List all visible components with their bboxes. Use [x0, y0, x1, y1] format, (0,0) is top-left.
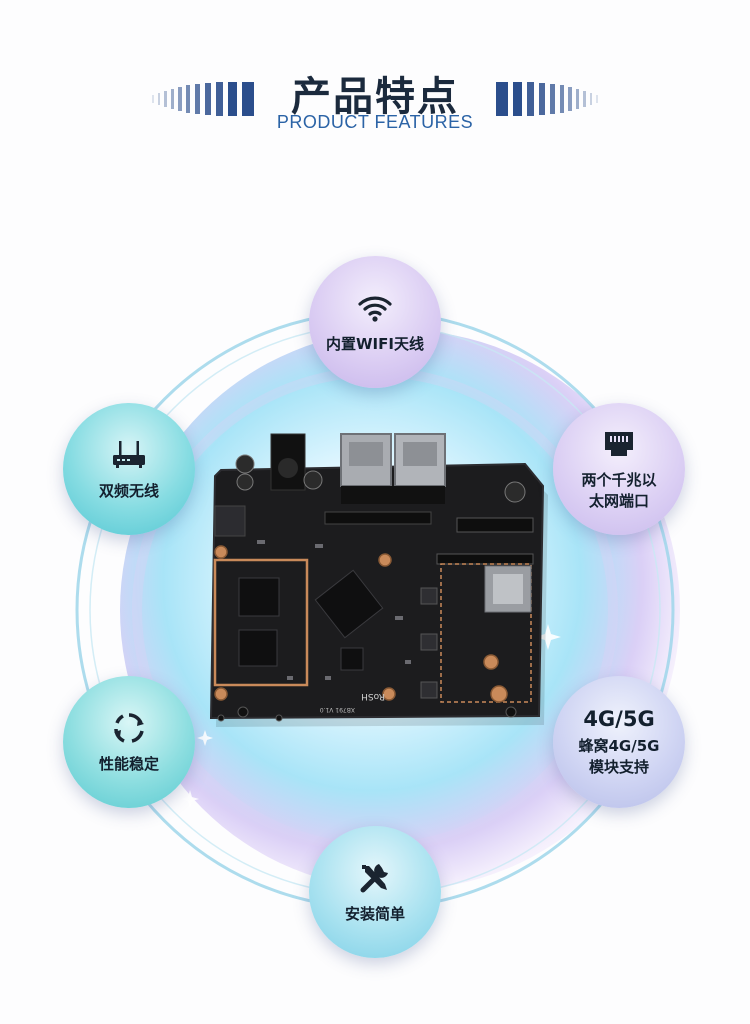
page-subtitle: PRODUCT FEATURES — [276, 112, 474, 132]
feature-cellular-module: 4G/5G 蜂窝4G/5G 模块支持 — [553, 676, 685, 808]
header-stripes-left — [152, 82, 254, 116]
tools-icon — [357, 860, 393, 896]
section-header: 产品特点 PRODUCT FEATURES — [0, 58, 750, 138]
feature-cellular-heading: 4G/5G — [583, 707, 655, 731]
feature-wifi-label: 内置WIFI天线 — [326, 334, 424, 353]
feature-dual-band-wireless: 双频无线 — [63, 403, 195, 535]
header-stripes-right — [496, 82, 598, 116]
feature-easy-install: 安装简单 — [309, 826, 441, 958]
feature-stable-performance: 性能稳定 — [63, 676, 195, 808]
feature-cellular-line2: 模块支持 — [588, 758, 649, 776]
feature-install-label: 安装简单 — [344, 904, 405, 923]
pcb-board-image: RoSH XB791 V1.0 — [209, 433, 548, 727]
refresh-cycle-icon — [111, 710, 147, 746]
feature-wifi-antenna: 内置WIFI天线 — [309, 256, 441, 388]
wifi-icon — [357, 290, 393, 326]
feature-ethernet-line1: 两个千兆以 — [581, 471, 657, 489]
feature-dualband-label: 双频无线 — [98, 481, 159, 500]
feature-stability-label: 性能稳定 — [98, 754, 159, 773]
board-silkscreen-rosh: RoSH — [361, 691, 385, 701]
board-model-label: XB791 V1.0 — [320, 706, 355, 713]
feature-cellular-line1: 蜂窝4G/5G — [578, 737, 660, 755]
ethernet-port-icon — [601, 426, 637, 462]
feature-ethernet-line2: 太网端口 — [588, 492, 649, 510]
feature-gigabit-ethernet: 两个千兆以 太网端口 — [553, 403, 685, 535]
router-icon — [111, 437, 147, 473]
page-title: 产品特点 — [291, 74, 459, 120]
